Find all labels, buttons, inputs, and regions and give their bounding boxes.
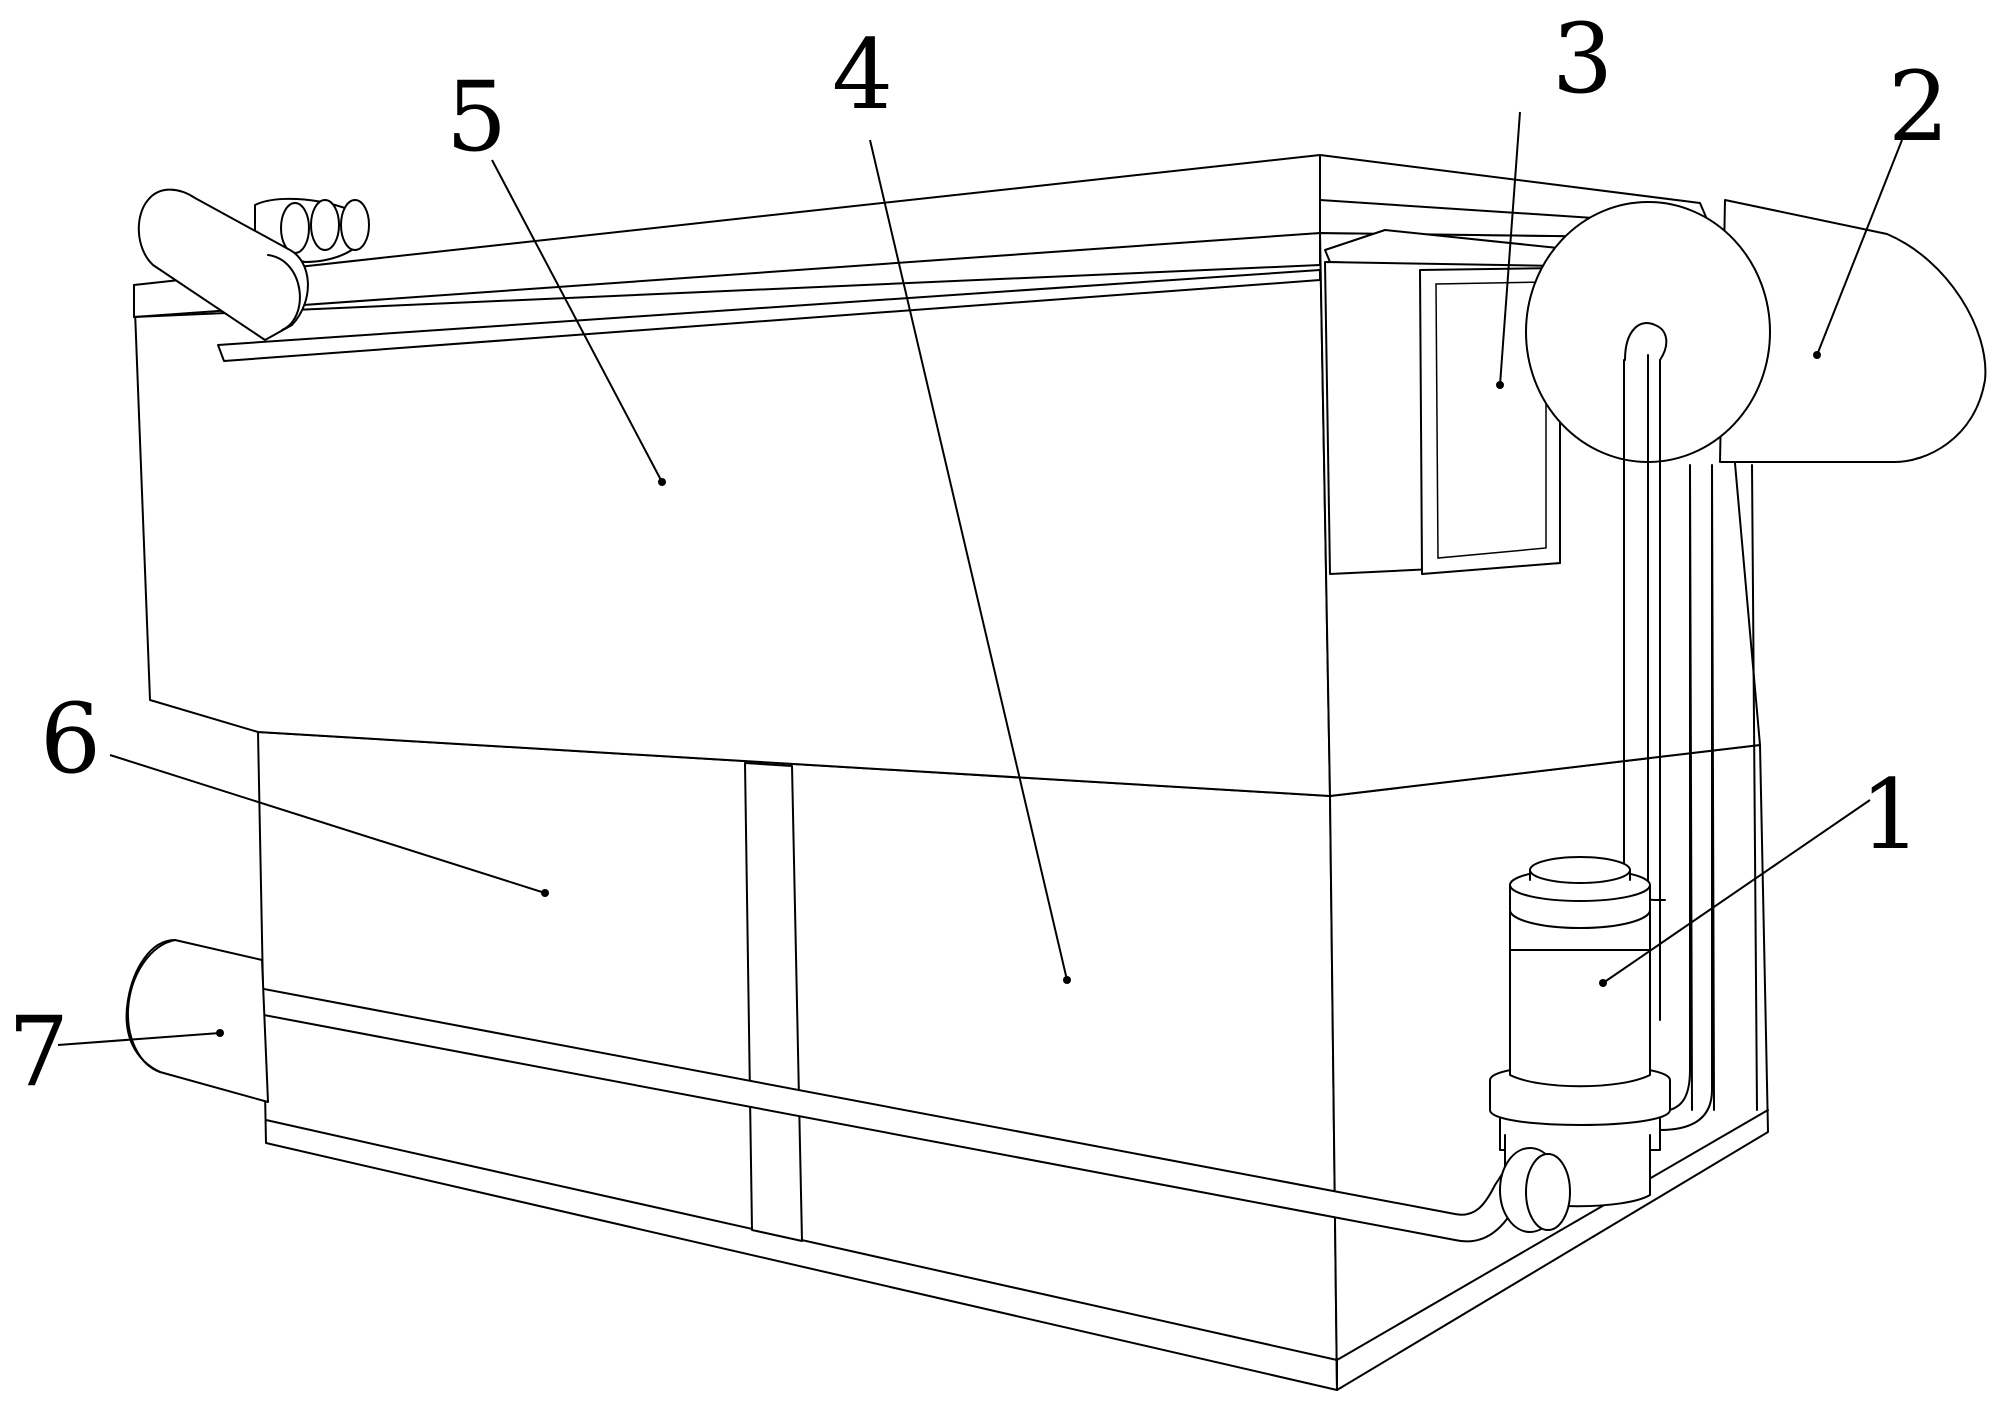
label-1: 1 — [1860, 759, 1921, 871]
scraper-rail — [217, 269, 1321, 362]
label-2: 2 — [1888, 51, 1949, 163]
control-box-door — [1419, 267, 1561, 575]
label-5: 5 — [446, 61, 507, 173]
control-box-window — [1435, 281, 1547, 559]
control-box — [1324, 229, 1577, 575]
cylinder-tank — [1525, 199, 1987, 1111]
label-7: 7 — [8, 996, 69, 1108]
partition-strip — [744, 762, 803, 1242]
outlet-pipe — [125, 939, 269, 1103]
label-6: 6 — [40, 683, 101, 795]
callouts: 1 2 3 4 5 6 7 — [8, 3, 1949, 1108]
bottom-pipe — [236, 981, 1571, 1243]
label-4: 4 — [832, 19, 893, 131]
cylinder-body — [1719, 199, 1987, 463]
scraper-drum-main — [137, 188, 309, 341]
label-3: 3 — [1552, 3, 1613, 115]
scraper-drum — [137, 188, 370, 341]
